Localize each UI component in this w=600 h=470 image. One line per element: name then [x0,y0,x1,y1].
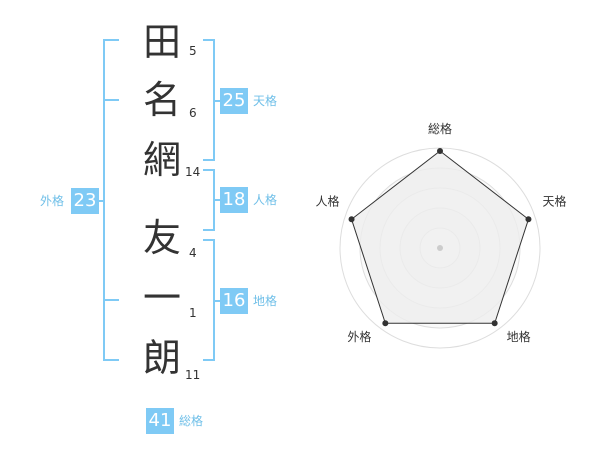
bracket-connector [215,100,221,102]
stroke-count-6: 11 [185,368,201,382]
chikaku-bracket [203,239,215,361]
tenkaku-label: 天格 [253,94,278,108]
stroke-count-1: 5 [189,44,197,58]
radar-points [348,148,532,327]
radar-polygon [350,150,530,324]
bracket-tick [103,299,119,301]
stroke-count-5: 1 [189,306,197,320]
radar-point [437,148,443,154]
name-char-3: 網 [142,138,181,182]
bracket-connector [215,300,221,302]
gaikaku-value: 23 [71,188,99,214]
axis-label-jinkaku: 人格 [316,193,340,208]
jinkaku-value: 18 [220,187,248,213]
gaikaku-bracket [103,39,119,361]
name-char-2: 名 [142,78,181,122]
tenkaku-value: 25 [220,88,248,114]
bracket-connector [215,199,221,201]
name-char-5: 一 [142,276,181,320]
chikaku-value: 16 [220,288,248,314]
axis-label-tenkaku: 天格 [542,193,566,208]
radar-center [437,245,443,251]
soukaku-value: 41 [146,408,174,434]
stroke-count-4: 4 [189,246,197,260]
chikaku-label: 地格 [253,294,278,308]
stroke-count-3: 14 [185,165,201,179]
radar-point [348,216,355,223]
axis-label-chikaku: 地格 [507,329,531,344]
name-char-6: 朗 [142,336,181,380]
bracket-tick [103,99,119,101]
bracket-connector [97,200,104,202]
radar-chart: 総格 天格 地格 外格 人格 [316,121,566,349]
gaikaku-label: 外格 [40,194,65,208]
stroke-count-2: 6 [189,106,197,120]
radar-point [382,320,389,327]
soukaku-label: 総格 [179,414,204,428]
jinkaku-label: 人格 [253,193,278,207]
radar-point [525,216,532,223]
axis-label-gaikaku: 外格 [347,329,371,344]
name-char-1: 田 [142,20,181,64]
axis-label-soukaku: 総格 [428,121,452,136]
name-char-4: 友 [142,216,181,260]
tenkaku-bracket [203,39,215,161]
radar-point [491,320,498,327]
jinkaku-bracket [203,169,215,231]
